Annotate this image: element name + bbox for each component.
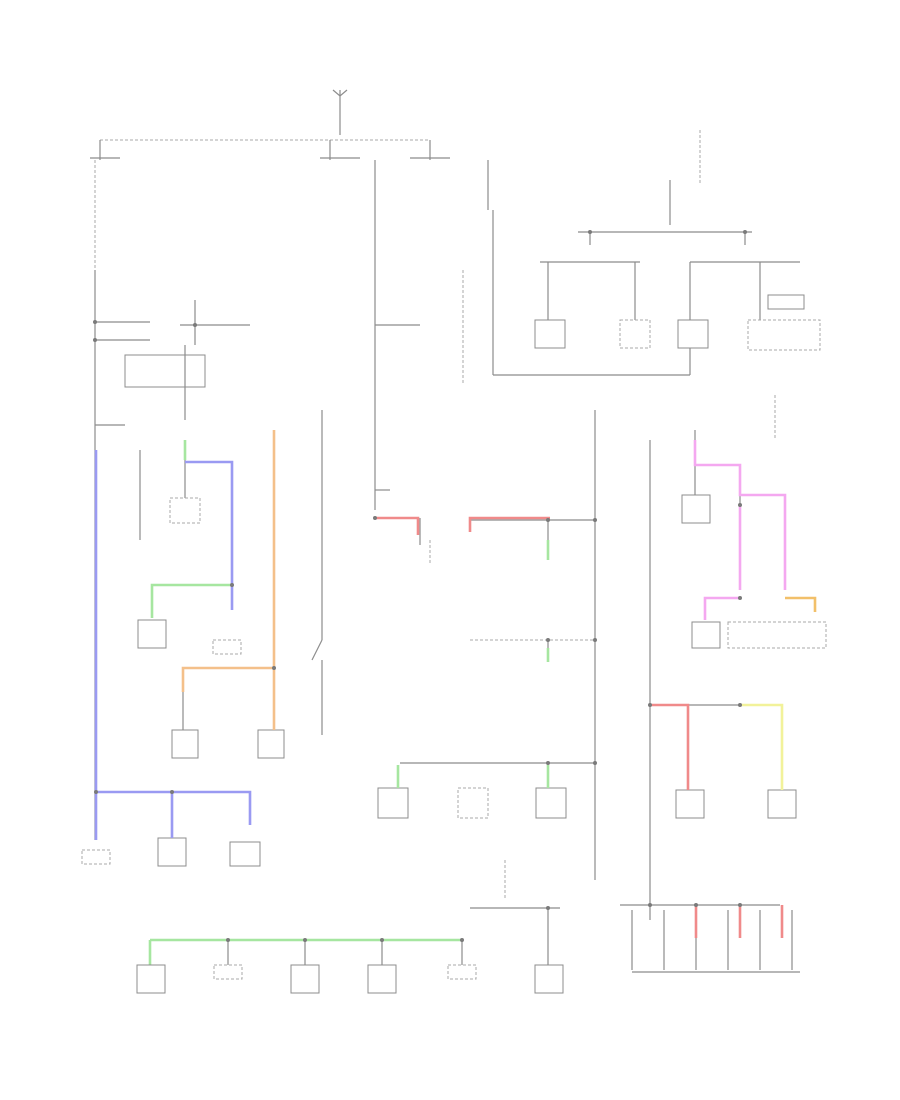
colored-wires-left bbox=[94, 430, 276, 840]
bottom-component-5 bbox=[447, 964, 477, 980]
junction-dots bbox=[93, 230, 747, 942]
colored-wires-center bbox=[375, 516, 550, 788]
relay-center-2 bbox=[457, 787, 489, 819]
control-unit-inner bbox=[767, 294, 805, 310]
relay-coil-box bbox=[124, 354, 206, 388]
top-right-relay-block bbox=[462, 130, 821, 440]
right-circuit-section bbox=[620, 430, 827, 973]
bottom-component-3 bbox=[290, 964, 320, 994]
relay-box-1 bbox=[534, 319, 566, 349]
component-left-e bbox=[157, 837, 187, 867]
switch-box-left bbox=[169, 497, 201, 524]
component-left-c bbox=[171, 729, 199, 759]
colored-wires-right bbox=[650, 440, 817, 938]
relay-center-3 bbox=[535, 787, 567, 819]
component-left-f bbox=[229, 841, 261, 867]
relay-box-3 bbox=[677, 319, 709, 349]
relay-box-2 bbox=[619, 319, 651, 349]
ignition-switch-section bbox=[90, 89, 489, 270]
horn-box bbox=[675, 789, 705, 819]
bottom-component-4 bbox=[367, 964, 397, 994]
component-right-c bbox=[727, 621, 827, 649]
component-left-d bbox=[257, 729, 285, 759]
bottom-component-2 bbox=[213, 964, 243, 980]
control-unit-box bbox=[747, 319, 821, 351]
component-left-a bbox=[137, 619, 167, 649]
bottom-component-1 bbox=[136, 964, 166, 994]
component-left-b bbox=[212, 639, 242, 655]
component-right-b bbox=[691, 621, 721, 649]
left-circuit-section bbox=[81, 270, 323, 867]
center-circuit-section bbox=[374, 270, 596, 965]
component-left-g bbox=[81, 849, 111, 865]
bottom-row-section bbox=[136, 938, 564, 994]
bottom-component-6 bbox=[534, 964, 564, 994]
component-right-a bbox=[681, 494, 711, 524]
relay-center-1 bbox=[377, 787, 409, 819]
component-right-f bbox=[767, 789, 797, 819]
